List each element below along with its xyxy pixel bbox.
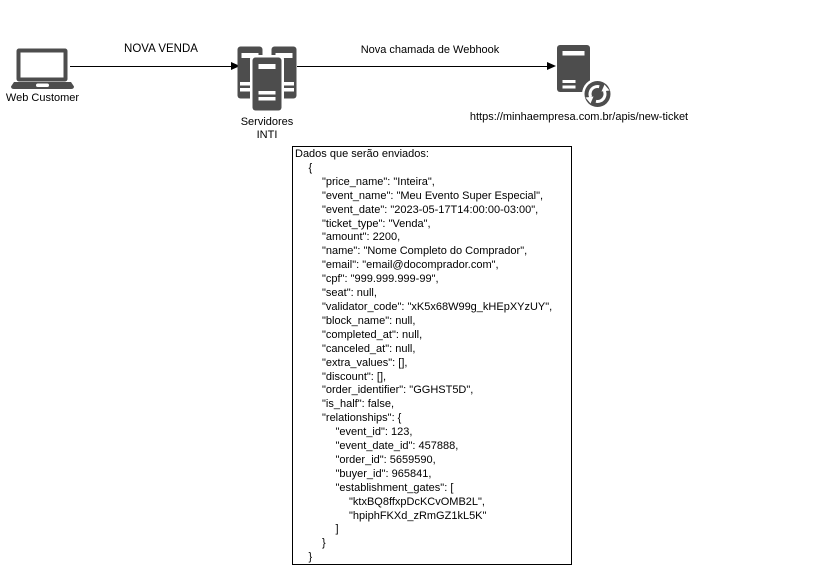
payload-line: "event_date_id": 457888, xyxy=(335,440,459,453)
payload-line: "canceled_at": null, xyxy=(322,342,416,355)
payload-line: "email": "email@docomprador.com", xyxy=(322,259,499,272)
payload-box: Dados que serão enviados: { "price_name":… xyxy=(292,146,572,565)
payload-line: "price_name": "Inteira", xyxy=(322,175,435,188)
arrow-webhook-call-label: Nova chamada de Webhook xyxy=(360,44,500,56)
payload-line: "is_half": false, xyxy=(322,398,395,411)
payload-line: "extra_values": [], xyxy=(322,356,408,369)
payload-line: "amount": 2200, xyxy=(322,231,401,244)
payload-line: } xyxy=(322,537,326,550)
payload-line: "hpiphFKXd_zRmGZ1kL5K" xyxy=(349,509,487,522)
payload-line: "block_name": null, xyxy=(322,314,416,327)
servers-label-line2: INTI xyxy=(256,128,278,141)
payload-line: "ticket_type": "Venda", xyxy=(322,217,431,230)
webhook-url: https://minhaempresa.com.br/apis/new-tic… xyxy=(469,111,689,123)
payload-line: "establishment_gates": [ xyxy=(335,481,454,494)
payload-line: "event_name": "Meu Evento Super Especial… xyxy=(322,189,544,202)
payload-line: "completed_at": null, xyxy=(322,328,423,341)
servers-label-line1: Servidores xyxy=(240,116,294,128)
payload-line: ] xyxy=(335,523,339,536)
payload-line: "buyer_id": 965841, xyxy=(335,467,432,480)
server-rack-icon xyxy=(237,46,297,113)
payload-line: "discount": [], xyxy=(322,370,387,383)
payload-lines: { "price_name": "Inteira","event_name": "… xyxy=(295,161,571,564)
payload-line: "ktxBQ8ffxpDcKCvOMB2L", xyxy=(349,495,485,508)
arrow-webhook-call xyxy=(297,61,556,70)
payload-line: "order_identifier": "GGHST5D", xyxy=(322,384,474,397)
payload-line: "seat": null, xyxy=(322,287,377,300)
payload-line: { xyxy=(308,161,313,174)
payload-line: "validator_code": "xK5x68W99g_kHEpXYzUY"… xyxy=(322,300,553,313)
servers-label: Servidores INTI xyxy=(227,116,307,141)
payload-title: Dados que serão enviados: xyxy=(295,148,429,160)
payload-line: "order_id": 5659590, xyxy=(335,453,436,466)
laptop-icon xyxy=(11,48,74,89)
payload-line: "event_id": 123, xyxy=(335,426,413,439)
payload-line: "event_date": "2023-05-17T14:00:00-03:00… xyxy=(322,203,539,216)
arrow-nova-venda xyxy=(70,61,240,70)
payload-line: } xyxy=(308,551,313,564)
webhook-server-icon xyxy=(557,45,613,110)
arrow-nova-venda-label: NOVA VENDA xyxy=(124,43,198,55)
web-customer-label: Web Customer xyxy=(5,92,80,104)
payload-line: "name": "Nome Completo do Comprador", xyxy=(322,245,528,258)
payload-line: "cpf": "999.999.999-99", xyxy=(322,273,439,286)
payload-line: "relationships": { xyxy=(322,412,402,425)
